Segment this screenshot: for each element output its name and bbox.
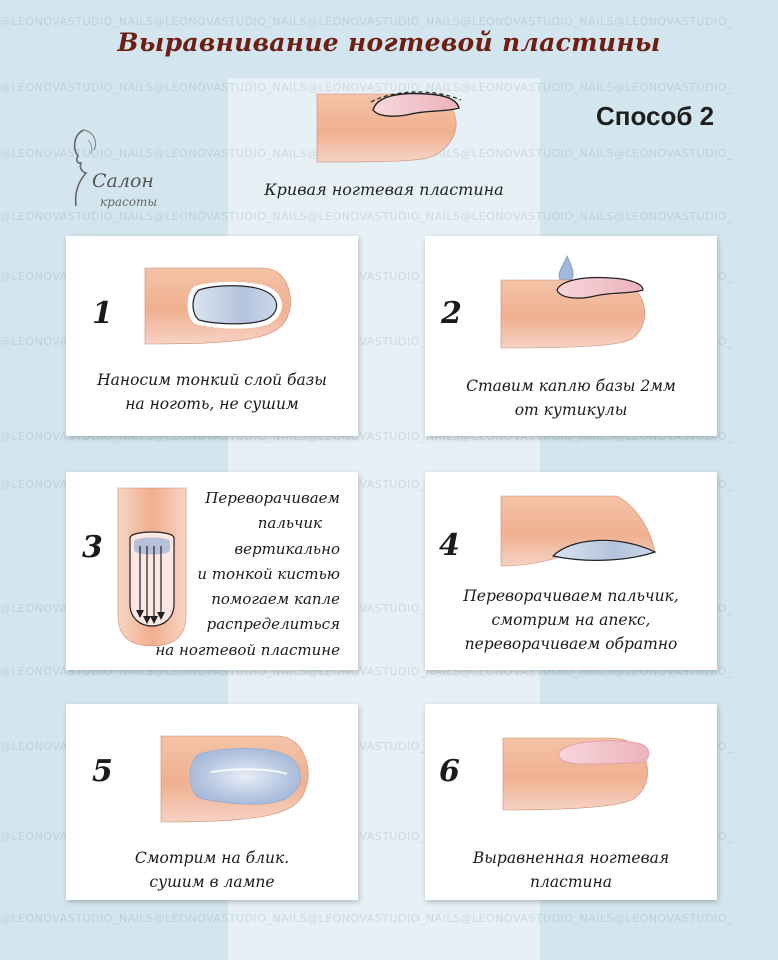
apex-view-illustration (499, 494, 659, 572)
step-caption: Выравненная ногтевая пластина (472, 849, 670, 891)
step-caption: Ставим каплю базы 2мм от кутикулы (466, 377, 676, 419)
step-card-5: 5 Смотрим на блик. сушим в лампе (66, 704, 358, 900)
logo-subtext: красоты (100, 195, 158, 209)
step-number: 1 (92, 296, 113, 331)
step-number: 5 (92, 754, 113, 789)
glossy-nail-illustration (159, 734, 309, 824)
page-title: Выравнивание ногтевой пластины (117, 28, 661, 57)
method-label: Способ 2 (596, 101, 715, 131)
vertical-finger-illustration (116, 486, 188, 648)
step-card-2: 2 Ставим каплю базы 2мм от кутикулы (425, 236, 717, 436)
step-caption: Переворачиваем пальчик, смотрим на апекс… (463, 587, 679, 653)
straight-nail-illustration (501, 730, 661, 812)
step-caption: Переворачиваем пальчик вертикально и тон… (155, 489, 340, 659)
step-card-1: 1 Наносим тонкий слой базы на ноготь, не… (66, 236, 358, 436)
top-caption: Кривая ногтевая пластина (264, 180, 504, 199)
drop-of-base-illustration (499, 252, 659, 360)
salon-logo-icon (66, 128, 106, 208)
step-caption: Смотрим на блик. сушим в лампе (134, 849, 290, 891)
step-card-6: 6 Выравненная ногтевая пластина (425, 704, 717, 900)
step-number: 2 (441, 296, 462, 331)
logo-text: Салон (92, 170, 154, 192)
watermark-row: @LEONOVASTUDIO_NAILS@LEONOVASTUDIO_NAILS… (0, 15, 733, 28)
step-card-4: 4 Переворачиваем пальчик, смотрим на апе… (425, 472, 717, 670)
step-caption: Наносим тонкий слой базы на ноготь, не с… (97, 371, 327, 413)
curved-nail-illustration (315, 86, 465, 168)
step-number: 4 (439, 528, 460, 563)
step-number: 3 (82, 530, 103, 565)
step-card-3: 3 Переворачиваем пальчик вертикально и т… (66, 472, 358, 670)
step-number: 6 (439, 754, 460, 789)
nail-base-coat-illustration (143, 266, 293, 346)
